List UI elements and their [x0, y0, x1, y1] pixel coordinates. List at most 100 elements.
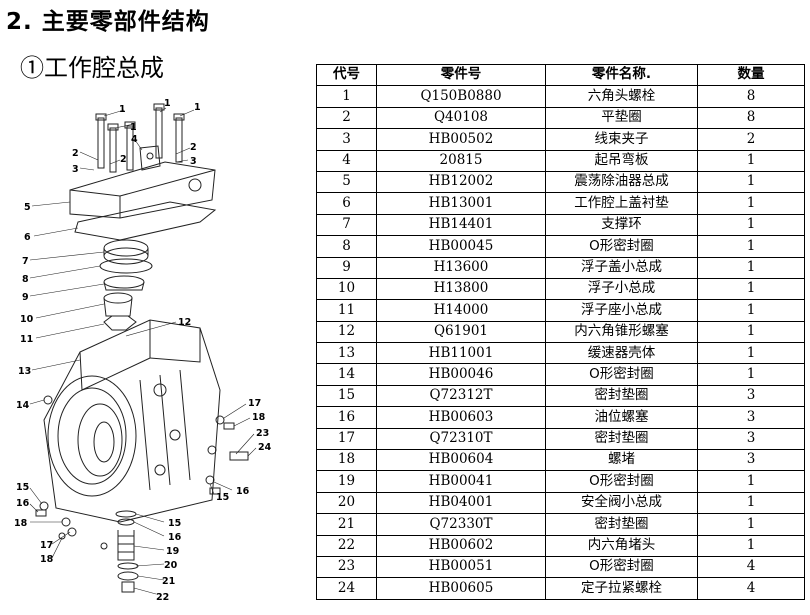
callout-label: 17 [248, 398, 261, 409]
callout-label: 2 [72, 148, 79, 159]
cell-part-number: Q72330T [376, 513, 546, 536]
cell-code: 13 [316, 342, 377, 365]
cell-part-name: 安全阀小总成 [545, 491, 698, 515]
callout-label: 6 [24, 232, 31, 243]
callout-label: 13 [18, 366, 31, 377]
header-code: 代号 [316, 63, 377, 87]
cell-quantity: 4 [697, 555, 805, 579]
callout-label: 20 [164, 560, 178, 571]
cell-quantity: 3 [697, 406, 805, 429]
oil-separator-body [69, 161, 216, 219]
callout-label: 18 [252, 412, 266, 423]
cell-part-name: 内六角锥形螺塞 [545, 320, 698, 344]
cell-part-name: 工作腔上盖衬垫 [545, 192, 698, 215]
cell-quantity: 1 [697, 277, 805, 301]
callout-label: 16 [236, 486, 250, 497]
cell-part-name: O形密封圈 [545, 470, 698, 493]
exploded-parts-diagram: 1 1 1 1 2 2 2 3 3 4 5 6 7 8 9 10 11 12 1… [14, 98, 272, 603]
cell-part-number: H13800 [376, 277, 546, 301]
callout-label: 1 [130, 122, 137, 133]
cell-quantity: 1 [697, 363, 805, 386]
cell-part-name: 密封垫圈 [545, 427, 698, 451]
callout-label: 11 [20, 334, 33, 345]
callout-label: 1 [119, 104, 126, 115]
callout-label: 15 [168, 518, 181, 529]
cell-part-name: 浮子小总成 [545, 277, 698, 301]
cell-part-number: Q61901 [376, 320, 546, 344]
callout-label: 1 [164, 98, 171, 109]
cell-quantity: 1 [697, 235, 805, 258]
assembly-subheading: ①工作腔总成 [20, 54, 164, 82]
cell-code: 24 [316, 577, 377, 600]
cell-code: 1 [316, 85, 377, 108]
callout-label: 15 [216, 492, 229, 503]
callout-label: 3 [72, 164, 79, 175]
callout-label: 24 [258, 442, 272, 453]
cell-part-number: HB00045 [376, 235, 546, 258]
cell-quantity: 8 [697, 106, 805, 130]
cell-part-number: HB00605 [376, 577, 546, 600]
cell-part-name: O形密封圈 [545, 235, 698, 258]
cell-quantity: 1 [697, 513, 805, 536]
cell-code: 23 [316, 555, 377, 579]
cell-part-number: HB00502 [376, 128, 546, 151]
cell-part-number: Q72310T [376, 427, 546, 451]
cell-part-name: O形密封圈 [545, 555, 698, 579]
cell-code: 5 [316, 170, 377, 194]
header-part-number: 零件号 [376, 63, 546, 87]
callout-label: 12 [178, 317, 191, 328]
cell-quantity: 1 [697, 192, 805, 215]
cell-part-name: 震荡除油器总成 [545, 170, 698, 194]
bolt-drawing [95, 103, 185, 173]
callout-label: 16 [16, 498, 30, 509]
retarder-housing-outline [43, 319, 221, 523]
cell-code: 7 [316, 213, 377, 237]
callout-label: 9 [22, 292, 29, 303]
cell-part-number: HB12002 [376, 170, 546, 194]
cell-part-number: HB04001 [376, 491, 546, 515]
cell-part-name: 密封垫圈 [545, 384, 698, 408]
callout-label: 22 [156, 592, 169, 603]
cell-part-name: 支撑环 [545, 213, 698, 237]
cell-part-name: O形密封圈 [545, 363, 698, 386]
cell-part-name: 内六角堵头 [545, 534, 698, 557]
cell-part-number: HB13001 [376, 192, 546, 215]
cell-code: 12 [316, 320, 377, 344]
cell-part-number: Q40108 [376, 106, 546, 130]
cell-part-name: 密封垫圈 [545, 513, 698, 536]
cell-code: 19 [316, 470, 377, 493]
cell-code: 18 [316, 449, 377, 472]
cell-code: 6 [316, 192, 377, 215]
cell-part-name: 油位螺塞 [545, 406, 698, 429]
callout-label: 2 [120, 154, 127, 165]
callout-label: 18 [40, 554, 54, 565]
callout-label: 19 [166, 546, 179, 557]
cell-quantity: 1 [697, 256, 805, 279]
cell-quantity: 3 [697, 427, 805, 451]
callout-label: 16 [168, 532, 182, 543]
cell-quantity: 3 [697, 384, 805, 408]
cell-part-number: HB00604 [376, 449, 546, 472]
cell-part-name: 螺堵 [545, 449, 698, 472]
cell-code: 4 [316, 149, 377, 172]
cell-part-name: 缓速器壳体 [545, 342, 698, 365]
cell-quantity: 1 [697, 491, 805, 515]
cell-part-number: H14000 [376, 299, 546, 322]
cell-code: 22 [316, 534, 377, 557]
callout-label: 4 [131, 134, 138, 145]
cell-code: 8 [316, 235, 377, 258]
cell-part-name: 六角头螺栓 [545, 85, 698, 108]
cell-quantity: 1 [697, 470, 805, 493]
cell-code: 16 [316, 406, 377, 429]
